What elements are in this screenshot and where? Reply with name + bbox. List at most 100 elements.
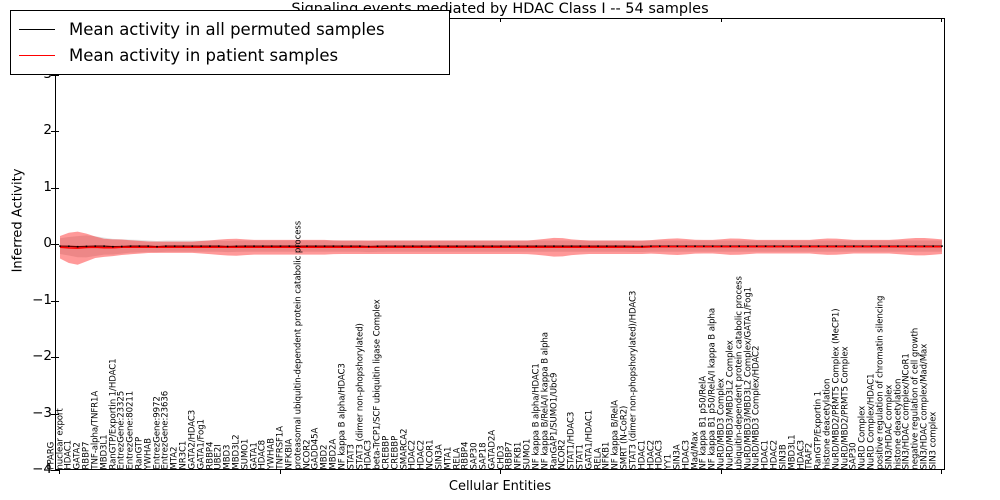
series-point-marker bbox=[764, 245, 767, 247]
series-point-marker bbox=[606, 245, 608, 247]
series-point-marker bbox=[588, 245, 590, 247]
series-point-marker bbox=[561, 245, 564, 247]
series-point-marker bbox=[420, 245, 423, 247]
series-point-marker bbox=[217, 245, 220, 247]
series-point-marker bbox=[129, 245, 132, 247]
series-point-marker bbox=[861, 245, 864, 247]
series-point-marker bbox=[323, 245, 326, 247]
x-tick-mark bbox=[279, 470, 281, 474]
x-tick-mark-top bbox=[720, 18, 722, 22]
series-point-marker bbox=[808, 245, 811, 247]
series-point-marker bbox=[553, 245, 555, 247]
series-point-marker bbox=[853, 245, 855, 247]
series-point-marker bbox=[667, 245, 670, 247]
x-tick-mark bbox=[500, 470, 501, 474]
series-point-marker bbox=[544, 245, 546, 247]
series-point-marker bbox=[897, 245, 899, 247]
legend-entry-patient: Mean activity in patient samples bbox=[19, 42, 439, 68]
series-point-marker bbox=[173, 245, 176, 247]
series-point-marker bbox=[597, 245, 599, 247]
series-point-marker bbox=[579, 245, 582, 247]
series-point-marker bbox=[120, 245, 123, 248]
chart-legend: Mean activity in all permuted samples Me… bbox=[10, 10, 450, 75]
y-tick-mark-inner bbox=[55, 413, 59, 415]
y-tick-mark bbox=[51, 413, 55, 415]
series-point-marker bbox=[182, 245, 185, 247]
series-point-marker bbox=[200, 245, 202, 247]
series-point-marker bbox=[314, 245, 317, 247]
series-point-marker bbox=[68, 245, 70, 248]
series-point-marker bbox=[306, 245, 308, 247]
series-point-marker bbox=[456, 245, 458, 247]
series-point-marker bbox=[297, 245, 299, 247]
series-point-marker bbox=[226, 245, 229, 248]
series-point-marker bbox=[685, 245, 688, 247]
legend-label-patient: Mean activity in patient samples bbox=[69, 45, 339, 65]
y-tick-label: −3 bbox=[32, 404, 52, 421]
y-tick-label: 0 bbox=[43, 235, 52, 251]
series-point-marker bbox=[500, 245, 502, 247]
series-point-marker bbox=[623, 245, 626, 247]
series-point-marker bbox=[738, 245, 740, 247]
y-tick-mark-inner bbox=[55, 187, 59, 189]
y-tick-mark-inner bbox=[55, 131, 59, 132]
series-point-marker bbox=[112, 245, 114, 248]
y-tick-mark bbox=[51, 131, 55, 132]
series-point-marker bbox=[800, 245, 802, 247]
series-point-marker bbox=[235, 245, 238, 248]
series-point-marker bbox=[253, 245, 255, 247]
series-point-marker bbox=[932, 245, 934, 247]
series-point-marker bbox=[59, 245, 61, 247]
series-point-marker bbox=[747, 245, 749, 247]
series-point-marker bbox=[288, 245, 291, 247]
series-point-marker bbox=[923, 245, 926, 247]
series-point-marker bbox=[755, 245, 758, 247]
series-point-marker bbox=[76, 245, 79, 248]
series-point-marker bbox=[526, 245, 529, 247]
series-point-marker bbox=[729, 245, 732, 247]
series-point-marker bbox=[385, 245, 388, 247]
series-point-marker bbox=[394, 245, 396, 247]
y-tick-label: −2 bbox=[32, 348, 52, 364]
series-point-marker bbox=[491, 245, 493, 247]
series-point-marker bbox=[941, 245, 943, 247]
series-point-marker bbox=[879, 245, 882, 247]
series-point-marker bbox=[103, 245, 105, 247]
plot-area bbox=[55, 18, 945, 470]
y-tick-label: −1 bbox=[32, 291, 52, 308]
series-point-marker bbox=[209, 245, 211, 247]
legend-swatch-patient bbox=[19, 54, 55, 56]
series-point-marker bbox=[367, 245, 370, 248]
series-point-marker bbox=[844, 245, 846, 247]
x-tick-mark bbox=[59, 470, 60, 474]
series-point-marker bbox=[720, 245, 723, 247]
y-tick-mark bbox=[51, 470, 55, 471]
y-tick-mark bbox=[51, 357, 55, 358]
series-point-marker bbox=[244, 245, 247, 247]
y-tick-mark bbox=[51, 187, 55, 189]
series-point-marker bbox=[905, 245, 908, 247]
series-point-marker bbox=[447, 245, 449, 247]
series-point-marker bbox=[773, 245, 776, 247]
series-point-marker bbox=[147, 245, 149, 247]
x-tick-mark-top bbox=[941, 18, 942, 22]
series-plot bbox=[59, 231, 943, 265]
confidence-band bbox=[60, 231, 942, 265]
series-point-marker bbox=[341, 245, 344, 247]
series-point-marker bbox=[165, 245, 167, 247]
series-point-marker bbox=[156, 245, 158, 248]
series-point-marker bbox=[870, 245, 873, 247]
legend-label-permuted: Mean activity in all permuted samples bbox=[69, 19, 385, 39]
series-point-marker bbox=[650, 245, 652, 247]
series-point-marker bbox=[641, 245, 643, 248]
series-point-marker bbox=[676, 245, 679, 247]
y-tick-mark bbox=[51, 300, 55, 302]
series-point-marker bbox=[694, 245, 696, 247]
y-tick-mark-inner bbox=[55, 244, 59, 245]
series-point-marker bbox=[270, 245, 273, 247]
series-point-marker bbox=[535, 245, 538, 247]
series-point-marker bbox=[350, 245, 352, 247]
series-point-marker bbox=[464, 245, 467, 247]
series-point-marker bbox=[85, 245, 88, 248]
x-axis-label: Cellular Entities bbox=[448, 479, 552, 494]
